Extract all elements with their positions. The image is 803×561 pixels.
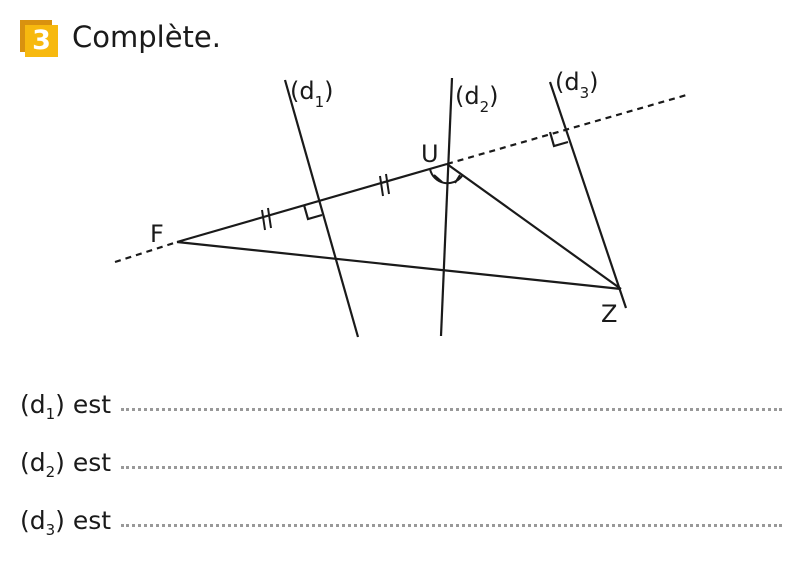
answer-label: (d2) est xyxy=(20,448,112,481)
answer-field-d2[interactable] xyxy=(121,466,782,469)
angle-arc-u xyxy=(429,168,463,185)
answer-row-d3: (d3) est xyxy=(20,506,782,539)
exercise-number-badge: 3 xyxy=(20,20,60,57)
line-label-d1: (d1) xyxy=(290,77,334,111)
right-angle-d1 xyxy=(302,204,323,221)
point-label-f: F xyxy=(150,220,164,248)
answer-field-d1[interactable] xyxy=(121,408,782,411)
line-label-d3: (d3) xyxy=(555,68,599,102)
answer-label: (d3) est xyxy=(20,506,112,539)
answer-row-d1: (d1) est xyxy=(20,390,782,423)
line-d1 xyxy=(283,79,360,338)
exercise-number: 3 xyxy=(25,25,58,57)
segment-fu xyxy=(176,162,448,244)
segment-uz xyxy=(446,163,622,290)
segment-fz xyxy=(176,240,622,291)
equal-tick-marks xyxy=(261,173,390,231)
answer-row-d2: (d2) est xyxy=(20,448,782,481)
exercise-title: Complète. xyxy=(72,20,221,54)
line-d3 xyxy=(548,81,628,309)
answer-label: (d1) est xyxy=(20,390,112,423)
right-angle-d3 xyxy=(548,131,569,148)
answer-field-d3[interactable] xyxy=(121,524,782,527)
point-label-u: U xyxy=(421,140,439,168)
line-label-d2: (d2) xyxy=(455,82,499,116)
point-label-z: Z xyxy=(601,300,617,328)
angle-tick-left xyxy=(433,174,443,183)
line-fu-dashed-right xyxy=(446,92,691,166)
line-d2 xyxy=(439,77,454,337)
line-fu-dashed-left xyxy=(114,240,178,264)
angle-tick-right xyxy=(454,174,461,184)
